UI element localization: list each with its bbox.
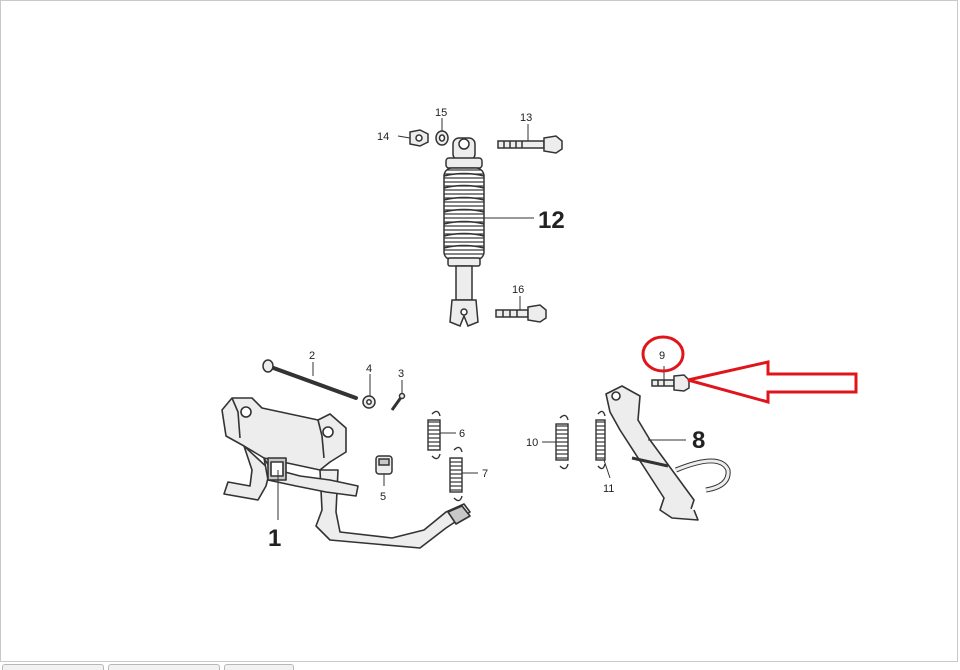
bottom-tab-2[interactable] xyxy=(108,664,220,670)
part-10-spring xyxy=(555,414,569,470)
label-8: 8 xyxy=(692,427,705,454)
label-16: 16 xyxy=(512,284,524,296)
part-7-spring xyxy=(449,446,463,502)
part-2-shaft xyxy=(262,359,358,400)
part-8-side-stand xyxy=(605,385,731,521)
part-12-shock-absorber xyxy=(443,137,485,327)
bottom-tab-1[interactable] xyxy=(2,664,104,670)
part-14-nut xyxy=(409,129,429,147)
label-7: 7 xyxy=(482,468,488,480)
label-1: 1 xyxy=(268,525,281,552)
part-5-rubber-block xyxy=(375,455,393,475)
bottom-tab-strip xyxy=(0,664,960,670)
label-3: 3 xyxy=(398,368,404,380)
bottom-tab-3[interactable] xyxy=(224,664,294,670)
label-2: 2 xyxy=(309,350,315,362)
red-arrow-icon xyxy=(687,360,858,404)
label-6: 6 xyxy=(459,428,465,440)
label-13: 13 xyxy=(520,112,532,124)
part-6-spring xyxy=(427,410,441,460)
highlight-annotation xyxy=(641,335,858,404)
leader-lines xyxy=(277,118,686,520)
part-3-pin xyxy=(390,392,406,411)
part-16-bolt xyxy=(495,304,547,323)
part-15-washer xyxy=(435,130,449,146)
label-14: 14 xyxy=(377,131,389,143)
label-12: 12 xyxy=(538,207,565,234)
label-5: 5 xyxy=(380,491,386,503)
part-13-bolt xyxy=(497,135,563,154)
red-circle-icon xyxy=(641,335,685,373)
part-4-nut xyxy=(362,395,376,409)
label-15: 15 xyxy=(435,107,447,119)
part-labels: 14 15 13 12 16 2 4 3 6 7 5 10 11 8 9 1 xyxy=(268,107,705,552)
part-11-spring xyxy=(595,410,606,470)
label-9: 9 xyxy=(659,350,665,362)
part-9-pivot-bolt xyxy=(651,374,690,392)
label-4: 4 xyxy=(366,363,372,375)
label-11: 11 xyxy=(603,483,614,495)
part-1-center-stand xyxy=(221,397,471,549)
label-10: 10 xyxy=(526,437,538,449)
